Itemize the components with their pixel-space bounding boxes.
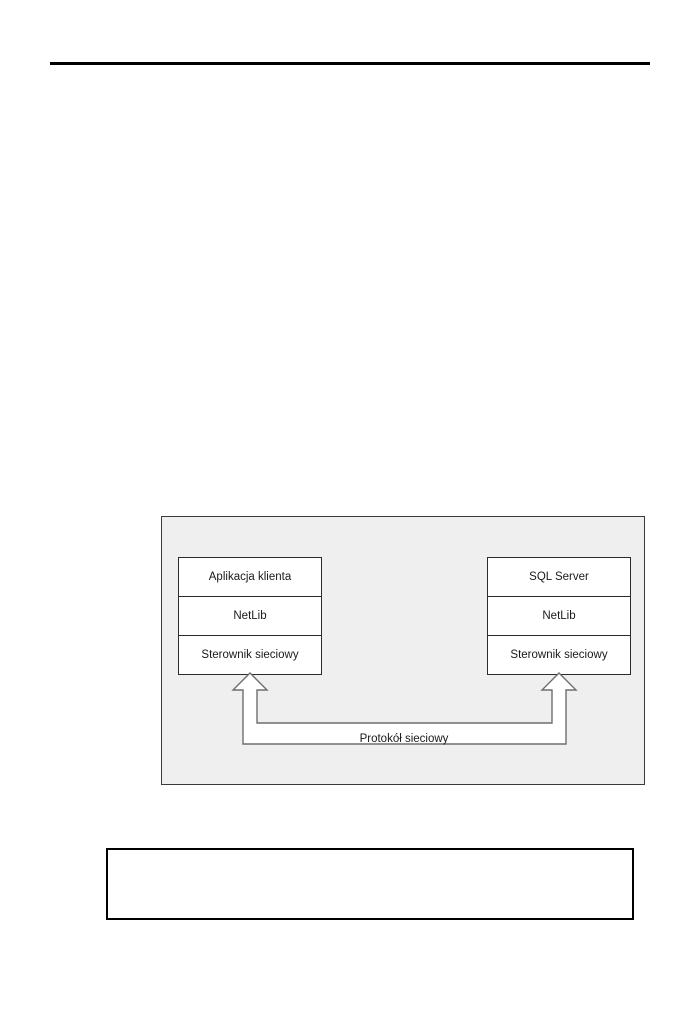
network-protocol-label: Protokół sieciowy bbox=[359, 733, 449, 745]
page-header-rule bbox=[50, 62, 650, 65]
figure-canvas: Aplikacja klienta NetLib Sterownik sieci… bbox=[162, 517, 646, 786]
server-stack-row-network-driver: Sterownik sieciowy bbox=[488, 636, 630, 674]
client-stack-row-application: Aplikacja klienta bbox=[179, 558, 321, 597]
client-stack-row-network-driver: Sterownik sieciowy bbox=[179, 636, 321, 674]
client-stack: Aplikacja klienta NetLib Sterownik sieci… bbox=[178, 557, 322, 675]
note-box bbox=[106, 848, 634, 920]
server-stack: SQL Server NetLib Sterownik sieciowy bbox=[487, 557, 631, 675]
figure-panel: Aplikacja klienta NetLib Sterownik sieci… bbox=[161, 516, 645, 785]
server-stack-row-netlib: NetLib bbox=[488, 597, 630, 636]
client-stack-row-netlib: NetLib bbox=[179, 597, 321, 636]
server-stack-row-sql-server: SQL Server bbox=[488, 558, 630, 597]
